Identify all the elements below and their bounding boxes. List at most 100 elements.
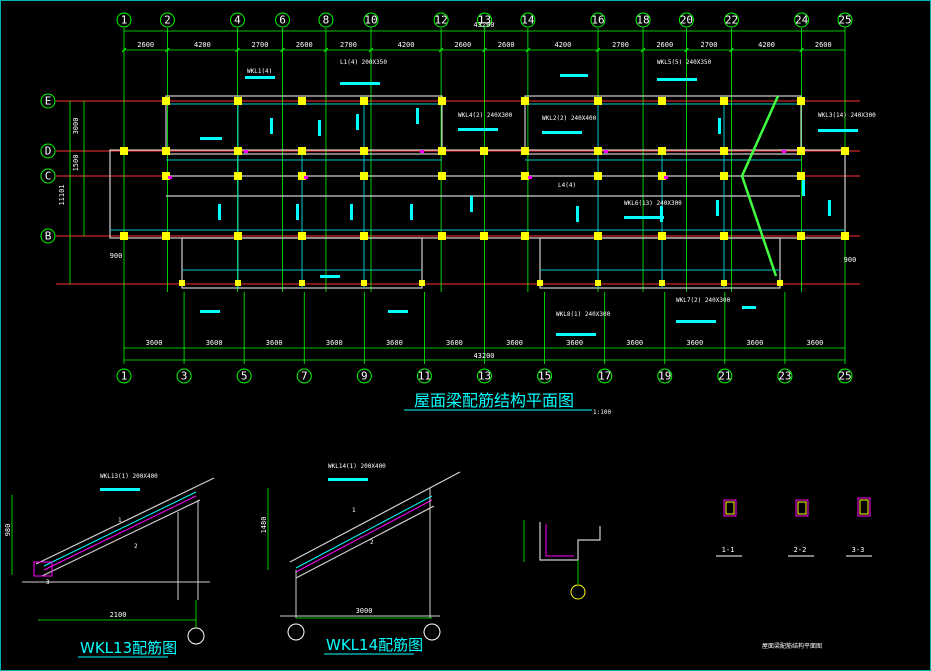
column: [658, 172, 666, 180]
section-3-label: 3-3: [852, 546, 865, 554]
top-dim-text: 2600: [137, 41, 154, 49]
wkl13-mark-1: 1: [118, 517, 122, 524]
column: [594, 147, 602, 155]
top-dim-text: 2600: [815, 41, 832, 49]
left-dim-3: 11101: [58, 184, 66, 205]
wkl13-mark-2: 2: [134, 543, 138, 550]
column: [658, 232, 666, 240]
column: [720, 147, 728, 155]
top-axis-bubble: [837, 12, 853, 28]
plan-title: 屋面梁配筋结构平面图: [414, 391, 574, 410]
column: [721, 280, 727, 286]
bottom-axis-label: 9: [361, 370, 368, 383]
top-axis-label: 25: [838, 14, 851, 27]
column: [162, 97, 170, 105]
column: [797, 232, 805, 240]
column: [234, 172, 242, 180]
column: [521, 147, 529, 155]
bottom-dim-text: 3600: [326, 339, 343, 347]
top-axis-bubble: [275, 12, 291, 28]
column: [594, 172, 602, 180]
wall-outline: [109, 95, 846, 289]
top-axis-bubble: [159, 12, 175, 28]
bottom-axis-bubble: [777, 368, 793, 384]
wkl14-height: 1480: [260, 517, 268, 534]
bottom-dim-text: 3600: [686, 339, 703, 347]
top-axis-label: 13: [478, 14, 491, 27]
beam-lines: [110, 96, 845, 288]
row-axis-bubble: [40, 143, 56, 159]
beam-label-7: WKL6(13) 240X300: [624, 200, 682, 207]
top-axis-bubble: [433, 12, 449, 28]
column: [234, 97, 242, 105]
bottom-axis-label: 7: [301, 370, 308, 383]
top-axis-label: 4: [234, 14, 241, 27]
column: [162, 232, 170, 240]
bottom-axis-bubble: [477, 368, 492, 384]
bottom-axis-label: 25: [838, 370, 851, 383]
bottom-axis-label: 19: [658, 370, 671, 383]
column: [521, 172, 529, 180]
top-dim-text: 2700: [340, 41, 357, 49]
top-axis-bubble: [318, 12, 334, 28]
column: [298, 97, 306, 105]
wkl13-height: 980: [4, 524, 12, 537]
column: [797, 172, 805, 180]
top-dim-text: 2600: [656, 41, 673, 49]
column: [298, 172, 306, 180]
top-axis-label: 1: [121, 14, 128, 27]
bottom-axis-bubble: [657, 368, 673, 384]
wkl14-detail: 3000 1480 WKL14(1) 200X400 1 2 WKL14配筋图: [260, 463, 461, 655]
top-axis-bubble: [477, 12, 492, 28]
bottom-axis-bubble: [537, 368, 553, 384]
column: [179, 280, 185, 286]
column: [360, 232, 368, 240]
top-axis-label: 8: [323, 14, 330, 27]
top-dim-text: 2700: [612, 41, 629, 49]
bottom-dim-text: 3600: [146, 339, 163, 347]
top-axis-bubble: [229, 12, 245, 28]
column: [720, 97, 728, 105]
column: [360, 97, 368, 105]
column: [235, 280, 241, 286]
left-dim-1: 3000: [72, 118, 80, 135]
wkl13-mark-3: 3: [46, 579, 50, 586]
bottom-axis-bubble: [837, 368, 853, 384]
column: [360, 147, 368, 155]
top-axis-bubble: [724, 12, 740, 28]
column: [438, 232, 446, 240]
column: [361, 280, 367, 286]
top-dim-text: 2600: [498, 41, 515, 49]
beam-label-2: L1(4) 200X350: [340, 59, 387, 66]
top-axis-label: 24: [795, 14, 809, 27]
column: [659, 280, 665, 286]
column: [162, 172, 170, 180]
top-axis-label: 22: [725, 14, 738, 27]
column: [720, 172, 728, 180]
column: [595, 280, 601, 286]
row-axis-bubble: [40, 168, 56, 184]
column: [360, 172, 368, 180]
bottom-axis-label: 11: [418, 370, 431, 383]
column: [438, 147, 446, 155]
top-axis-bubble: [678, 12, 694, 28]
row-axis-bubble: [40, 93, 56, 109]
rebar-annotations: [200, 74, 831, 313]
bottom-axis-bubble: [717, 368, 733, 384]
bottom-dim-text: 3600: [266, 339, 283, 347]
bottom-dim-text: 3600: [746, 339, 763, 347]
beam-label-10: L4(4): [558, 182, 576, 189]
column: [521, 232, 529, 240]
right-bottom-dim: 900: [844, 256, 857, 264]
column: [234, 232, 242, 240]
top-dim-text: 2600: [454, 41, 471, 49]
bottom-axis-label: 3: [181, 370, 188, 383]
section-details: 1-1 2-2 3-3: [716, 497, 872, 557]
beam-label-8: WKL7(2) 240X300: [676, 297, 731, 304]
column: [658, 97, 666, 105]
beam-annotations: WKL1(4) L1(4) 200X350 WKL4(2) 240X300 WK…: [245, 59, 876, 336]
beam-label-6: WKL3(14) 240X300: [818, 112, 876, 119]
column: [120, 147, 128, 155]
